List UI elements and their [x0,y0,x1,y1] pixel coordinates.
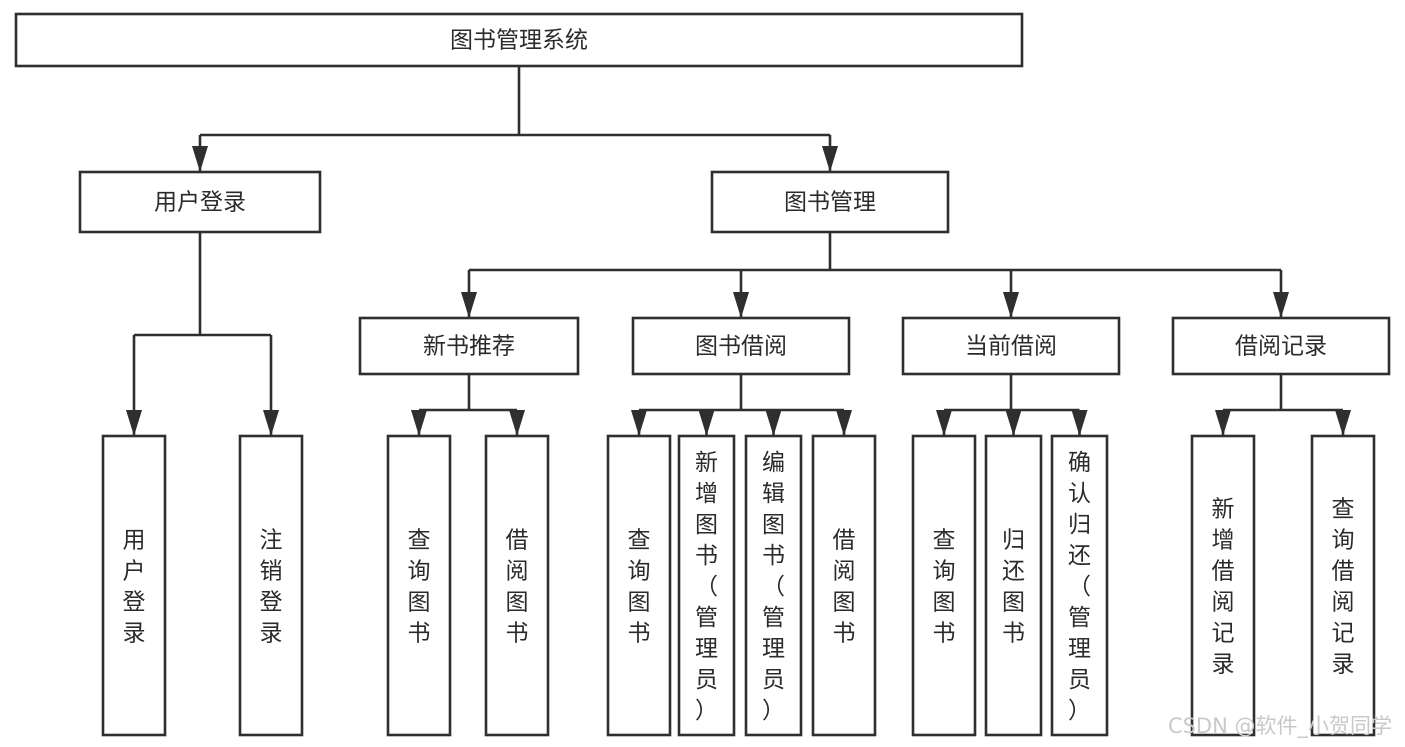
arrow-head-icon [461,292,477,318]
node-level3-current-borrow[interactable]: 当前借阅 [901,316,1121,376]
arrow-head-icon [1273,292,1289,318]
node-label: 查询图书 [933,528,956,647]
node-label: 确认归还（管理员） [1068,450,1091,724]
node-leaf-leaf-rec-query-book[interactable]: 查询图书 [386,434,452,737]
node-box [744,434,803,737]
csdn-watermark: CSDN @软件_小贺同学 [1168,714,1392,739]
node-leaf-leaf-rec-add-record[interactable]: 新增借阅记录 [1190,434,1256,737]
node-label: 当前借阅 [965,334,1057,360]
node-leaf-leaf-user-login[interactable]: 用户登录 [101,434,167,737]
node-box [710,170,950,234]
node-label: 图书管理系统 [450,28,588,54]
node-box [911,434,977,737]
arrow-head-icon [411,410,427,436]
node-label: 归还图书 [1002,528,1025,647]
connectors-layer [126,66,1351,436]
node-leaf-leaf-borrow-query-book[interactable]: 查询图书 [606,434,672,737]
node-label: 用户登录 [123,528,146,647]
arrow-head-icon [765,410,782,436]
arrow-head-icon [836,410,852,436]
node-label: 借阅图书 [833,528,856,647]
node-box [901,316,1121,376]
arrow-head-icon [1005,410,1022,436]
arrow-head-icon [698,410,715,436]
node-box [984,434,1043,737]
node-level2-user-login[interactable]: 用户登录 [78,170,322,234]
node-root-root[interactable]: 图书管理系统 [14,12,1024,68]
node-label: 借阅图书 [506,528,529,647]
node-leaf-leaf-borrow-add-book[interactable]: 新增图书（管理员） [677,434,736,737]
node-level3-borrow-record[interactable]: 借阅记录 [1171,316,1391,376]
node-level3-new-book-recommend[interactable]: 新书推荐 [358,316,580,376]
node-leaf-leaf-rec-borrow-book[interactable]: 借阅图书 [484,434,550,737]
node-label: 查询图书 [408,528,431,647]
arrow-head-icon [733,292,749,318]
node-label: 新书推荐 [423,334,515,360]
node-label: 借阅记录 [1235,334,1327,360]
node-box [631,316,851,376]
arrow-head-icon [192,146,208,172]
node-box [386,434,452,737]
arrow-head-icon [1071,410,1088,436]
node-box [358,316,580,376]
node-box [606,434,672,737]
node-label: 查询借阅记录 [1332,497,1355,678]
node-box [14,12,1024,68]
node-label: 注销登录 [260,528,283,647]
arrow-head-icon [1003,292,1019,318]
node-leaf-leaf-borrow-edit-book[interactable]: 编辑图书（管理员） [744,434,803,737]
node-label: 新增图书（管理员） [695,450,718,724]
node-box [811,434,877,737]
node-box [78,170,322,234]
node-label: 编辑图书（管理员） [762,450,785,724]
arrow-head-icon [822,146,838,172]
arrow-head-icon [631,410,647,436]
node-box [1050,434,1109,737]
node-leaf-leaf-cur-confirm-return[interactable]: 确认归还（管理员） [1050,434,1109,737]
node-leaf-leaf-user-logout[interactable]: 注销登录 [238,434,304,737]
arrow-head-icon [936,410,952,436]
node-box [238,434,304,737]
nodes-layer: 图书管理系统用户登录图书管理新书推荐图书借阅当前借阅借阅记录用户登录注销登录查询… [14,12,1391,737]
node-leaf-leaf-cur-return-book[interactable]: 归还图书 [984,434,1043,737]
arrow-head-icon [1335,410,1351,436]
node-label: 图书管理 [784,190,876,216]
node-box [677,434,736,737]
arrow-head-icon [263,410,279,436]
node-label: 图书借阅 [695,334,787,360]
node-leaf-leaf-borrow-lend-book[interactable]: 借阅图书 [811,434,877,737]
node-label: 新增借阅记录 [1212,497,1235,678]
node-box [484,434,550,737]
arrow-head-icon [509,410,525,436]
node-box [1171,316,1391,376]
arrow-head-icon [126,410,142,436]
node-box [101,434,167,737]
node-level3-book-borrow[interactable]: 图书借阅 [631,316,851,376]
node-level2-book-manage[interactable]: 图书管理 [710,170,950,234]
node-label: 查询图书 [628,528,651,647]
node-label: 用户登录 [154,190,246,216]
node-box [1190,434,1256,737]
node-leaf-leaf-rec-query-record[interactable]: 查询借阅记录 [1310,434,1376,737]
arrow-head-icon [1215,410,1231,436]
node-leaf-leaf-cur-query-book[interactable]: 查询图书 [911,434,977,737]
node-box [1310,434,1376,737]
